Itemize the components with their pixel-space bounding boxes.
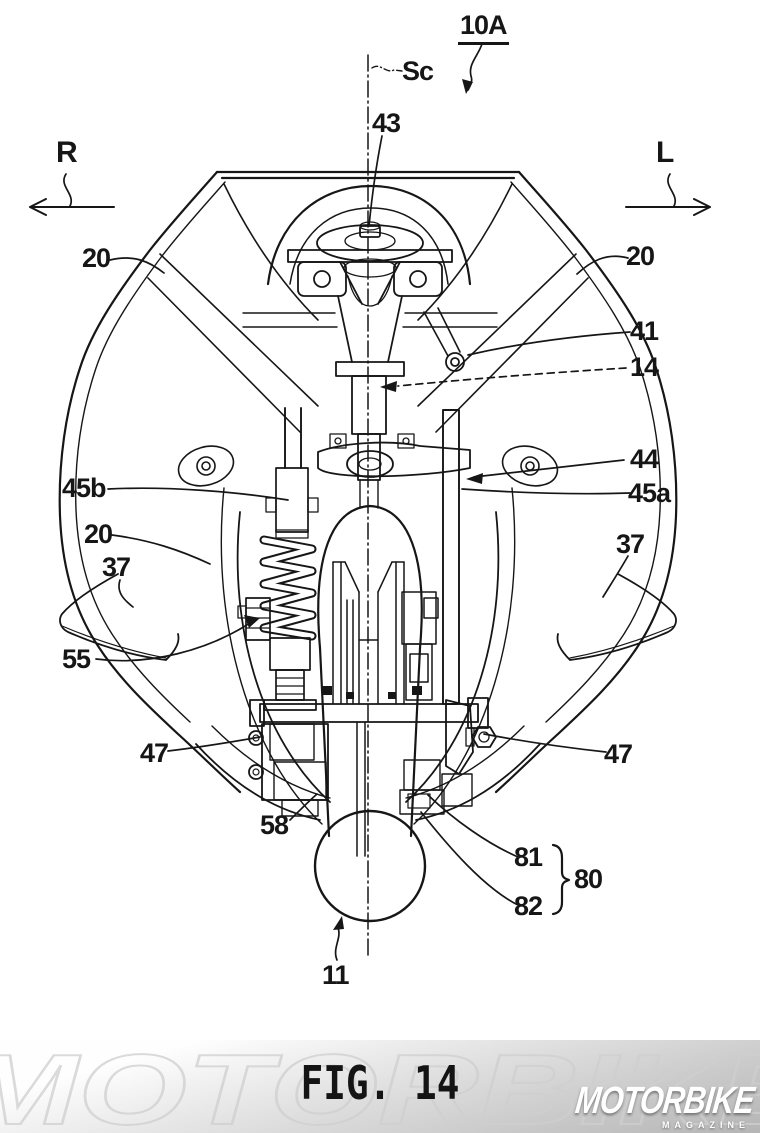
ref-label-45b: 45b (62, 473, 107, 503)
watermark-band (0, 1040, 760, 1133)
watermark-ghost-text: MOTORBIKE (0, 1034, 760, 1133)
ref-label-14: 14 (630, 352, 659, 382)
figure-caption: FIG. 14 (300, 1056, 460, 1110)
side-winglets (59, 573, 677, 661)
leader-lines (29, 43, 711, 961)
ref-label-10a: 10A (458, 10, 509, 45)
ref-label-37-right: 37 (616, 529, 645, 559)
ref-label-44: 44 (630, 444, 659, 474)
ref-label-20-right-top: 20 (626, 241, 655, 271)
ref-label-80: 80 (574, 864, 603, 894)
ref-label-55: 55 (62, 644, 91, 674)
ref-label-41: 41 (630, 316, 659, 346)
ref-label-81: 81 (514, 842, 543, 872)
ref-label-43: 43 (372, 108, 401, 138)
magazine-logo-brand: MOTORBIKE (573, 1080, 757, 1122)
magazine-logo: MOTORBIKE MAGAZINE (531, 1080, 757, 1130)
ref-label-37-left: 37 (102, 552, 131, 582)
shock-absorber (237, 467, 319, 711)
ref-label-47-left: 47 (140, 738, 169, 768)
ref-label-l: L (656, 136, 674, 169)
ref-label-45a: 45a (628, 478, 671, 508)
ref-label-r: R (56, 136, 78, 169)
magazine-logo-subtitle: MAGAZINE (662, 1120, 750, 1130)
ref-label-82: 82 (514, 891, 543, 921)
front-wheel (313, 504, 439, 923)
ref-label-47-right: 47 (604, 739, 633, 769)
arrowheads (244, 79, 483, 930)
fork-tubes (284, 407, 460, 705)
ref-label-sc: Sc (402, 56, 434, 86)
ref-label-20-left-top: 20 (82, 243, 111, 273)
turn-signal-pods (177, 445, 559, 487)
ref-label-58: 58 (260, 810, 289, 840)
ref-label-11: 11 (322, 960, 350, 990)
ref-label-20-left-mid: 20 (84, 519, 113, 549)
steering-assembly (266, 184, 472, 509)
